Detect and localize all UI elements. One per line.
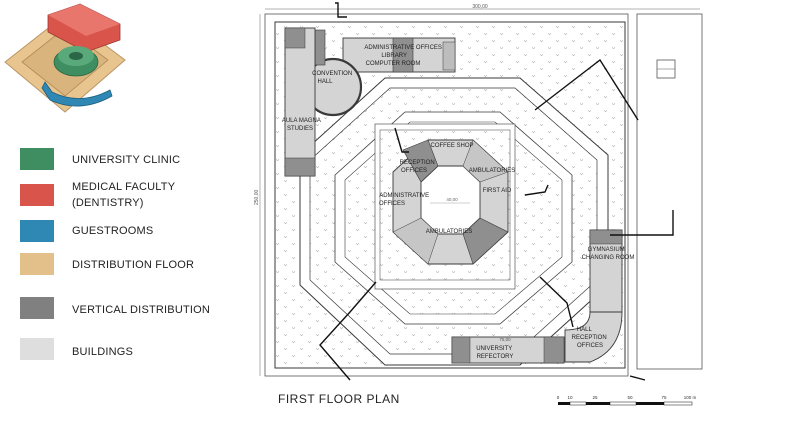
dim-left-label: 250,00 bbox=[254, 189, 260, 205]
room-hall-reception: HALL RECEPTION OFFICES bbox=[572, 327, 609, 349]
scale-bar: 0 10 25 50 75 100 m bbox=[557, 395, 697, 406]
room-reception-inner-line-1: RECEPTION bbox=[400, 160, 435, 166]
room-refectory: UNIVERSITY REFECTORY bbox=[476, 346, 514, 360]
room-admin-inner-line-1: ADMINISTRATIVE bbox=[379, 193, 429, 199]
gymnasium-core bbox=[589, 229, 623, 245]
scale-seg-6 bbox=[663, 401, 693, 406]
scale-seg-3 bbox=[586, 402, 610, 405]
scale-tick-3: 50 bbox=[627, 395, 633, 400]
legend-swatch-vertical bbox=[20, 297, 54, 319]
axonometric-thumbnail bbox=[4, 3, 126, 113]
thumb-medical-faculty-top bbox=[48, 4, 120, 36]
admin-side-top bbox=[442, 41, 456, 71]
aula-magna-core-bottom bbox=[284, 157, 316, 177]
legend-panel: UNIVERSITY CLINIC MEDICAL FACULTY (DENTI… bbox=[0, 0, 250, 424]
thumb-guestrooms bbox=[41, 81, 113, 107]
room-coffee: COFFEE SHOP bbox=[430, 143, 473, 149]
room-hall-reception-line-1: HALL bbox=[577, 327, 593, 333]
room-aula-line-2: STUDIES bbox=[287, 126, 313, 132]
room-refectory-line-1: UNIVERSITY bbox=[476, 346, 512, 352]
legend-swatch-clinic bbox=[20, 148, 54, 170]
site-boundary bbox=[264, 13, 629, 377]
clinic-wing-divider bbox=[462, 139, 509, 183]
scale-seg-1 bbox=[558, 402, 570, 405]
room-ambulatories-bottom: AMBULATORIES bbox=[426, 229, 472, 235]
room-admin-top-line-3: COMPUTER ROOM bbox=[366, 61, 421, 67]
room-aula: AULA MAGNA STUDIES bbox=[282, 118, 322, 132]
legend-label-distribution: DISTRIBUTION FLOOR bbox=[72, 259, 195, 271]
aula-magna-core bbox=[284, 27, 306, 49]
legend-label-guestrooms: GUESTROOMS bbox=[72, 225, 154, 237]
clinic-vertical-core-left bbox=[402, 139, 439, 183]
hall-reception-building bbox=[564, 311, 623, 363]
scale-seg-5 bbox=[636, 402, 664, 405]
plan-title: FIRST FLOOR PLAN bbox=[278, 392, 400, 406]
dim-refectory-label: 75,00 bbox=[499, 337, 511, 342]
dim-top-label: 300,00 bbox=[472, 4, 488, 10]
scale-seg-2 bbox=[569, 401, 587, 406]
scale-tick-2: 25 bbox=[592, 395, 598, 400]
room-admin-top-line-1: ADMINISTRATIVE OFFICES bbox=[364, 45, 442, 51]
legend-swatch-distribution bbox=[20, 253, 54, 275]
scale-tick-0: 0 bbox=[557, 395, 560, 400]
clinic-inner-dim-label: 40,00 bbox=[446, 197, 458, 202]
scale-tick-4: 75 bbox=[661, 395, 667, 400]
refectory-core bbox=[451, 336, 471, 364]
room-refectory-line-2: REFECTORY bbox=[477, 354, 514, 360]
legend-label-medical: MEDICAL FACULTY (DENTISTRY) bbox=[72, 181, 176, 209]
clinic-wing-bottom-left bbox=[392, 217, 439, 265]
room-hall-reception-line-3: OFFICES bbox=[577, 343, 603, 349]
room-convention-line-2: HALL bbox=[317, 79, 333, 85]
adjacent-building bbox=[636, 13, 703, 370]
room-reception-inner-line-2: OFFICES bbox=[401, 168, 427, 174]
legend-swatch-buildings bbox=[20, 338, 54, 360]
clinic-vertical-core-right bbox=[462, 217, 509, 265]
legend-label-clinic: UNIVERSITY CLINIC bbox=[72, 154, 181, 166]
aula-magna-building bbox=[284, 27, 316, 177]
admin-core-top bbox=[392, 37, 414, 73]
floor-plan: 300,00 250,00 40,00 bbox=[254, 2, 703, 406]
legend-swatch-medical bbox=[20, 184, 54, 206]
room-first-aid: FIRST AID bbox=[483, 188, 512, 194]
room-admin-inner: ADMINISTRATIVE OFFICES bbox=[379, 193, 431, 207]
refectory-core-right bbox=[543, 336, 565, 364]
legend-label-buildings: BUILDINGS bbox=[72, 346, 134, 358]
section-markers bbox=[319, 2, 674, 381]
room-gym-line-1: GYMNASIUM bbox=[588, 247, 625, 253]
room-aula-line-1: AULA MAGNA bbox=[282, 118, 321, 124]
room-gym-line-2: CHANGING ROOM bbox=[582, 255, 635, 261]
room-gym: GYMNASIUM CHANGING ROOM bbox=[582, 247, 635, 261]
thumb-clinic-court bbox=[69, 52, 83, 60]
room-ambulatories-right: AMBULATORIES bbox=[469, 168, 515, 174]
room-convention: CONVENTION HALL bbox=[312, 71, 354, 85]
scale-tick-5: 100 m bbox=[684, 395, 697, 400]
room-admin-top: ADMINISTRATIVE OFFICES LIBRARY COMPUTER … bbox=[364, 45, 443, 67]
scale-seg-4 bbox=[609, 401, 637, 406]
room-reception-inner: RECEPTION OFFICES bbox=[400, 160, 437, 174]
room-convention-line-1: CONVENTION bbox=[312, 71, 352, 77]
legend-swatch-guestrooms bbox=[20, 220, 54, 242]
scale-tick-1: 10 bbox=[567, 395, 573, 400]
room-admin-top-line-2: LIBRARY bbox=[381, 53, 407, 59]
room-admin-inner-line-2: OFFICES bbox=[379, 201, 405, 207]
legend-label-vertical: VERTICAL DISTRIBUTION bbox=[72, 304, 211, 316]
room-hall-reception-line-2: RECEPTION bbox=[572, 335, 607, 341]
